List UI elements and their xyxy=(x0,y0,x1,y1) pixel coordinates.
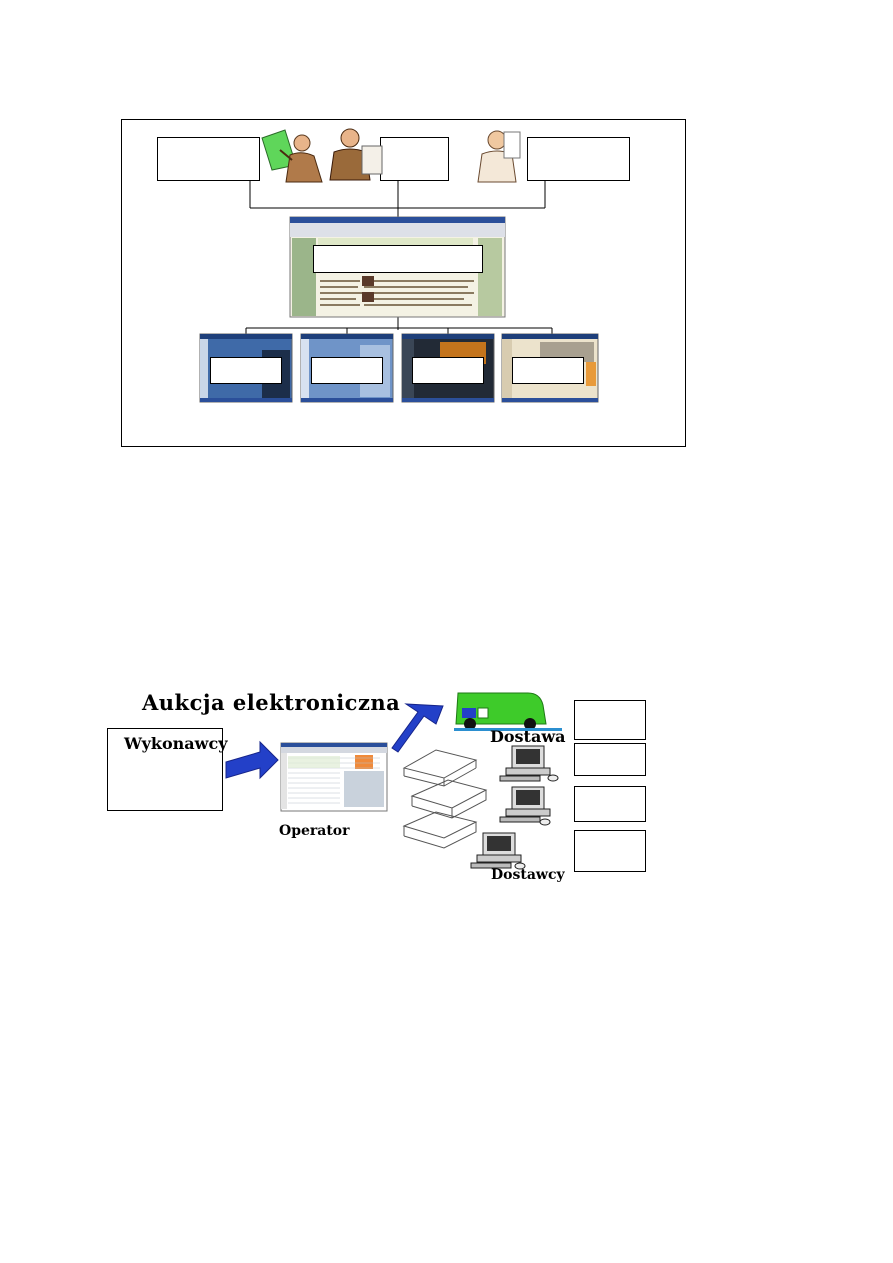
supplier-box-1 xyxy=(574,700,646,740)
contractors-box xyxy=(107,728,223,811)
operator-label: Operator xyxy=(279,823,350,839)
thumbnail-4-label xyxy=(512,357,584,384)
thumbnail-1-label xyxy=(210,357,282,384)
top-box-right xyxy=(527,137,630,181)
supplier-box-3 xyxy=(574,786,646,822)
auction-title: Aukcja elektroniczna xyxy=(142,690,401,715)
contractors-label: Wykonawcy xyxy=(124,734,228,753)
supplier-box-4 xyxy=(574,830,646,872)
supplier-box-2 xyxy=(574,743,646,776)
thumbnail-3-label xyxy=(412,357,484,384)
delivery-label: Dostawa xyxy=(490,727,566,746)
suppliers-label: Dostawcy xyxy=(491,867,565,883)
website-label-box xyxy=(313,245,483,273)
thumbnail-2-label xyxy=(311,357,383,384)
top-box-left xyxy=(157,137,260,181)
